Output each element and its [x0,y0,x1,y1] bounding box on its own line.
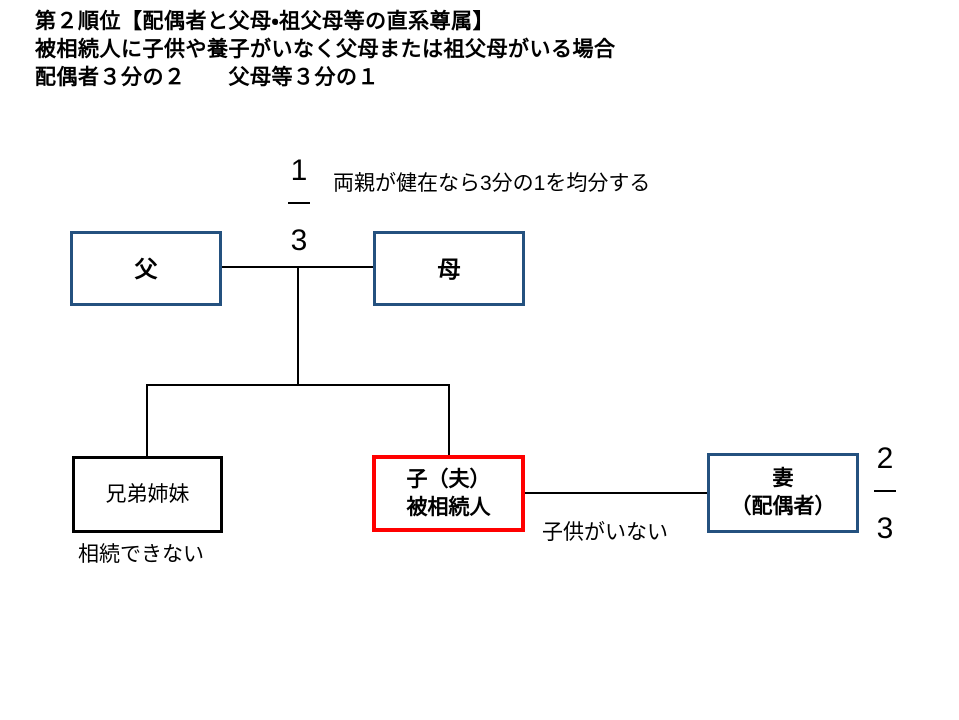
connector-parents-down [297,266,299,386]
fraction-denominator: 3 [876,512,894,545]
title-line-1: 第２順位【配偶者と父母・祖父母等の直系尊属】 [35,10,495,33]
connector-to-siblings [146,384,148,456]
box-wife: 妻 （配偶者） [707,453,859,533]
fraction-numerator: 2 [876,442,894,475]
fraction-numerator: 1 [290,154,308,187]
connector-to-decedent [448,384,450,455]
box-decedent: 子（夫） 被相続人 [372,455,525,532]
fraction-denominator: 3 [290,224,308,257]
box-siblings: 兄弟姉妹 [72,456,223,533]
connector-children-horizontal [146,384,450,386]
parents-split-note: 両親が健在なら3分の1を均分する [333,172,651,195]
decedent-label-line1: 子（夫） [406,467,491,491]
connector-decedent-wife [525,492,707,494]
box-mother: 母 [373,231,525,306]
mother-label: 母 [437,255,461,282]
decedent-label-line2: 被相続人 [406,495,491,519]
fraction-bar [288,202,310,204]
fraction-bar [874,490,896,492]
wife-label-line1: 妻 [772,467,794,490]
page-title: 第２順位【配偶者と父母・祖父母等の直系尊属】 被相続人に子供や養子がいなく父母ま… [35,8,616,92]
fraction-spouse-share: 2 3 [868,444,902,544]
siblings-label: 兄弟姉妹 [105,482,190,506]
box-father: 父 [70,231,222,306]
title-line-3: 配偶者３分の２ 父母等３分の１ [35,66,379,89]
father-label: 父 [134,255,158,282]
no-children-note: 子供がいない [542,521,668,544]
wife-label-line2: （配偶者） [730,495,836,518]
title-line-2: 被相続人に子供や養子がいなく父母または祖父母がいる場合 [35,38,616,61]
fraction-parents-share: 1 3 [282,156,316,256]
siblings-cannot-inherit-note: 相続できない [78,543,204,566]
